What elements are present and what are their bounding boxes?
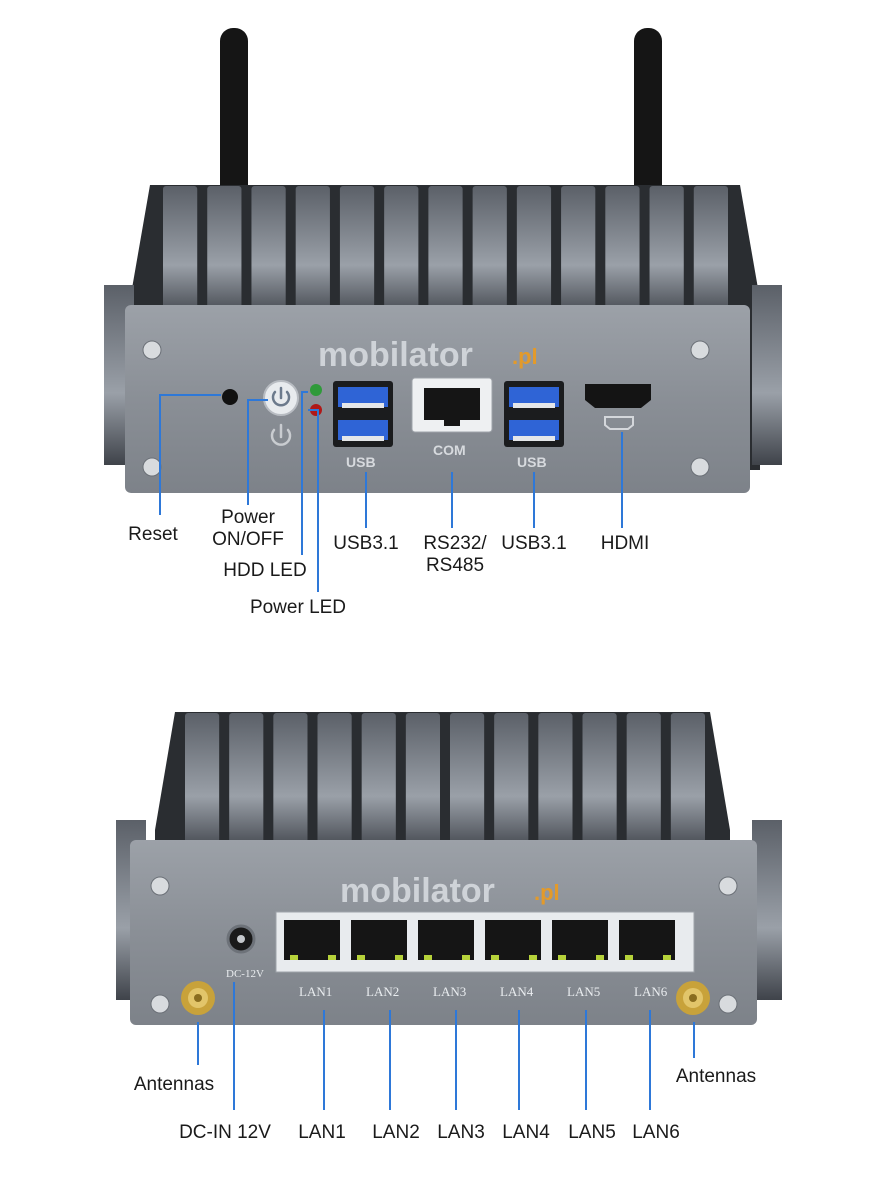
heatsink-fins-back	[185, 713, 705, 852]
antenna-connector-right	[676, 981, 710, 1015]
lan-led	[491, 955, 499, 960]
heatsink-fin	[450, 713, 485, 852]
heatsink-fin	[494, 713, 529, 852]
lan-mark: LAN1	[299, 984, 332, 999]
label-lan4: LAN4	[502, 1122, 550, 1143]
label-power-led: Power LED	[249, 597, 347, 618]
heatsink-fin	[207, 186, 242, 318]
heatsink-fin	[605, 186, 640, 318]
lan-led	[357, 955, 365, 960]
lan-led	[596, 955, 604, 960]
lan-led	[424, 955, 432, 960]
heatsink-fin	[405, 713, 440, 852]
lan-port	[351, 920, 407, 960]
lan-mark: LAN6	[634, 984, 668, 999]
lan-port	[284, 920, 340, 960]
lan-mark: LAN2	[366, 984, 399, 999]
dc-mark: DC-12V	[226, 968, 264, 980]
com-mark: COM	[433, 442, 466, 458]
lan-led	[290, 955, 298, 960]
heatsink-fin	[538, 713, 573, 852]
heatsink-fin	[670, 713, 705, 852]
heatsink-fins	[163, 186, 728, 318]
lan-port	[485, 920, 541, 960]
lan-port	[619, 920, 675, 960]
label-antennas-right: Antennas	[675, 1066, 757, 1087]
hdd-led	[310, 384, 322, 396]
lan-mark: LAN5	[567, 984, 600, 999]
lan-led	[529, 955, 537, 960]
lan-led	[663, 955, 671, 960]
brand-logo-suffix: .pl	[512, 344, 538, 369]
lan-led	[395, 955, 403, 960]
heatsink-fin	[163, 186, 198, 318]
lan-led	[462, 955, 470, 960]
label-hdd-led: HDD LED	[223, 560, 307, 581]
heatsink-fin	[229, 713, 264, 852]
heatsink-fin	[516, 186, 552, 318]
label-lan5: LAN5	[568, 1122, 616, 1143]
callout-lines	[159, 391, 623, 592]
heatsink-fin	[384, 186, 419, 318]
heatsink-fin	[273, 713, 308, 852]
label-hdmi: HDMI	[600, 533, 650, 554]
label-usb-right: USB3.1	[501, 533, 567, 554]
lan-led	[558, 955, 566, 960]
label-com: RS232/ RS485	[423, 533, 487, 576]
heatsink-fin	[626, 713, 661, 852]
heatsink-fin	[295, 186, 330, 318]
heatsink-fin	[693, 186, 728, 318]
callout-lines-back	[197, 982, 695, 1110]
hdmi-icon	[604, 416, 634, 430]
lan-mark: LAN4	[500, 984, 534, 999]
usb-left-mark: USB	[346, 454, 376, 470]
screws	[142, 340, 710, 477]
label-dc-in: DC-IN 12V	[179, 1122, 271, 1143]
lan-ports: LAN1 LAN2 LAN3 LAN4 LAN5 LAN6	[284, 920, 675, 999]
lan-port	[418, 920, 474, 960]
screws-back	[150, 876, 738, 1014]
label-reset: Reset	[128, 524, 178, 545]
label-antennas-left: Antennas	[133, 1074, 215, 1095]
antenna-connector-left	[181, 981, 215, 1015]
heatsink-fin	[649, 186, 684, 318]
lan-port	[552, 920, 608, 960]
label-lan3: LAN3	[437, 1122, 485, 1143]
front-panel-photo: mobilator .pl USB COM USB	[104, 28, 782, 592]
hdmi-port	[585, 384, 651, 408]
heatsink-fin	[339, 186, 375, 318]
label-power: Power ON/OFF	[212, 507, 284, 550]
brand-logo-back: mobilator	[340, 872, 495, 910]
heatsink-fin	[472, 186, 507, 318]
usb-right-mark: USB	[517, 454, 547, 470]
heatsink-fin	[317, 713, 352, 852]
reset-button	[222, 389, 238, 405]
heatsink-fin	[561, 186, 596, 318]
label-lan2: LAN2	[372, 1122, 420, 1143]
heatsink-fin	[428, 186, 463, 318]
brand-logo-back-suffix: .pl	[534, 880, 560, 905]
label-usb-left: USB3.1	[333, 533, 399, 554]
lan-led	[328, 955, 336, 960]
heatsink-fin	[361, 713, 396, 852]
heatsink-fin	[582, 713, 617, 852]
label-lan6: LAN6	[632, 1122, 680, 1143]
brand-logo: mobilator	[318, 336, 473, 374]
power-icon	[271, 386, 291, 407]
lan-led	[625, 955, 633, 960]
power-symbol-mark	[270, 423, 292, 446]
label-lan1: LAN1	[298, 1122, 346, 1143]
heatsink-fin	[251, 186, 286, 318]
heatsink-fin	[185, 713, 220, 852]
lan-mark: LAN3	[433, 984, 466, 999]
